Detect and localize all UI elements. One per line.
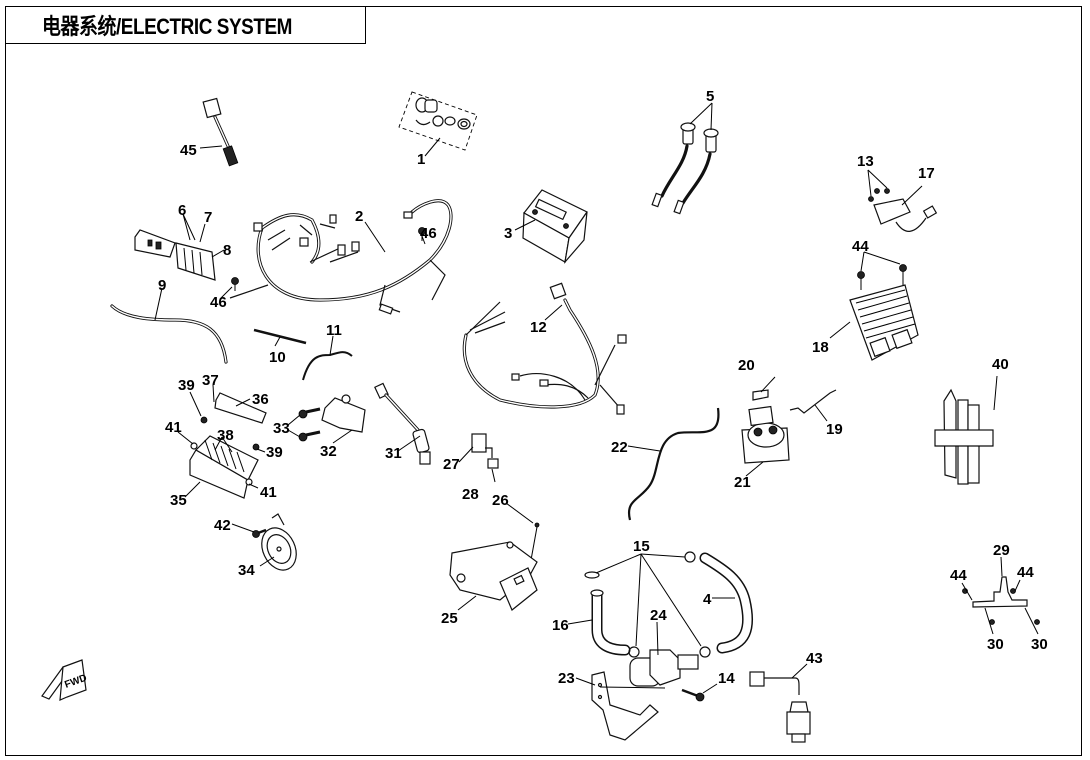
part-16-hose[interactable] [590,589,631,656]
drawing-frame [5,6,1082,756]
label-11[interactable]: 11 [326,322,342,339]
part-32-ignition-coil[interactable] [321,394,366,433]
title-box: 电器系统/ELECTRIC SYSTEM [5,6,366,44]
label-39-lower[interactable]: 39 [266,444,283,461]
part-24-valve[interactable] [629,649,699,687]
label-46-upper[interactable]: 46 [420,225,437,242]
part-39-nuts[interactable] [200,416,260,451]
part-13-screws[interactable] [868,188,890,202]
label-44-right[interactable]: 44 [1017,564,1034,581]
label-13[interactable]: 13 [857,153,874,170]
label-16[interactable]: 16 [552,617,569,634]
part-43-sensor[interactable] [749,671,811,743]
page-title: 电器系统/ELECTRIC SYSTEM [42,14,292,39]
part-4-hose[interactable] [699,552,754,654]
part-labels: 45 1 5 13 17 44 18 40 3 2 46 46 6 7 8 9 … [158,88,1048,687]
label-21[interactable]: 21 [734,474,751,491]
fwd-direction-marker: FWD [41,659,88,701]
label-43[interactable]: 43 [806,650,823,667]
part-26-screw[interactable] [530,522,540,561]
part-10-rod[interactable] [253,328,307,345]
part-3-battery[interactable] [522,189,588,265]
part-2-main-harness[interactable] [229,199,453,315]
label-17[interactable]: 17 [918,165,935,182]
label-23[interactable]: 23 [558,670,575,687]
label-26[interactable]: 26 [492,492,509,509]
label-45[interactable]: 45 [180,142,197,159]
label-34[interactable]: 34 [238,562,255,579]
label-1[interactable]: 1 [417,151,425,168]
part-18-voltage-regulator[interactable] [849,284,919,361]
label-46-lower[interactable]: 46 [210,294,227,311]
part-23-bracket[interactable] [591,671,666,741]
label-42[interactable]: 42 [214,517,231,534]
label-40[interactable]: 40 [992,356,1009,373]
label-5[interactable]: 5 [706,88,714,105]
label-24[interactable]: 24 [650,607,667,624]
label-35[interactable]: 35 [170,492,187,509]
label-33[interactable]: 33 [273,420,290,437]
label-20[interactable]: 20 [738,357,755,374]
part-9-cable[interactable] [110,304,228,364]
part-5-temperature-sensors[interactable] [651,122,719,215]
label-28[interactable]: 28 [462,486,479,503]
part-19-cable[interactable] [789,389,837,414]
label-32[interactable]: 32 [320,443,337,460]
part-1-ignition-kit[interactable] [398,91,478,151]
part-17-relay[interactable] [873,198,938,232]
part-27-relay[interactable] [471,433,493,458]
label-25[interactable]: 25 [441,610,458,627]
label-14[interactable]: 14 [718,670,735,687]
label-4[interactable]: 4 [703,591,712,608]
label-30-right[interactable]: 30 [1031,636,1048,653]
part-28-connector[interactable] [487,458,499,469]
label-30-left[interactable]: 30 [987,636,1004,653]
part-40-bracket[interactable] [934,388,994,485]
part-36-fuse-box-cover[interactable] [214,392,267,424]
label-7[interactable]: 7 [204,209,212,226]
label-38[interactable]: 38 [217,427,234,444]
label-15[interactable]: 15 [633,538,650,555]
part-33-bolts[interactable] [298,407,321,442]
label-44-left[interactable]: 44 [950,567,967,584]
part-6-7-8-handlebar-switch[interactable] [134,229,216,281]
label-22[interactable]: 22 [611,439,628,456]
part-46-bolt-lower[interactable] [231,277,239,292]
label-41-lower[interactable]: 41 [260,484,277,501]
part-31-spark-plug-cap[interactable] [374,382,431,465]
part-20-relay-cover[interactable] [752,389,769,401]
label-9[interactable]: 9 [158,277,166,294]
leader-lines [154,102,1039,694]
label-12[interactable]: 12 [530,319,547,336]
part-14-bolt[interactable] [681,688,705,702]
part-35-fuse-box[interactable] [189,435,259,499]
label-2[interactable]: 2 [355,208,363,225]
label-44-upper[interactable]: 44 [852,238,869,255]
part-25-ecu[interactable] [449,541,538,611]
label-36[interactable]: 36 [252,391,269,408]
part-34-horn[interactable] [255,513,303,576]
part-46-bolt-upper[interactable] [418,227,426,242]
label-31[interactable]: 31 [385,445,402,462]
label-39-upper[interactable]: 39 [178,377,195,394]
part-41-washers[interactable] [190,442,253,486]
part-22-wire[interactable] [627,407,720,521]
part-11-wire[interactable] [302,351,353,381]
part-21-starter-relay[interactable] [741,405,790,464]
label-6[interactable]: 6 [178,202,186,219]
label-18[interactable]: 18 [812,339,829,356]
part-30-nuts[interactable] [989,619,1040,625]
part-42-bolt[interactable] [252,528,267,538]
label-27[interactable]: 27 [443,456,460,473]
part-12-sub-harness[interactable] [462,282,627,415]
label-29[interactable]: 29 [993,542,1010,559]
label-37[interactable]: 37 [202,372,219,389]
label-8[interactable]: 8 [223,242,231,259]
part-29-bracket[interactable] [972,576,1028,608]
label-3[interactable]: 3 [504,225,512,242]
label-41-upper[interactable]: 41 [165,419,182,436]
part-45-speed-sensor[interactable] [202,97,239,167]
label-10[interactable]: 10 [269,349,286,366]
label-19[interactable]: 19 [826,421,843,438]
